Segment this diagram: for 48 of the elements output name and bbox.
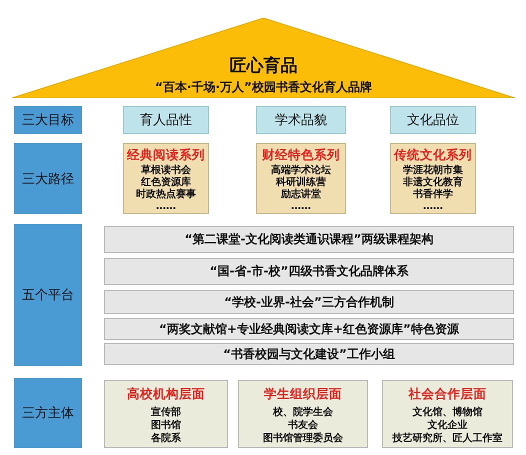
path-box: [390, 143, 476, 214]
box-heading: 学生组织层面: [264, 386, 342, 403]
list-item: 红色资源库: [141, 177, 191, 188]
row-header-box: 三大路径: [14, 143, 82, 214]
box-heading: 经典阅读系列: [127, 147, 205, 164]
goal-box: 文化品位: [390, 106, 476, 134]
roof-shape: [12, 18, 515, 98]
list-item: 图书馆管理委员会: [263, 432, 343, 445]
list-item: 草根读书会: [141, 165, 191, 176]
list-item: 宣传部: [151, 406, 181, 419]
subject-box: [104, 380, 228, 448]
list-item: ……: [291, 201, 311, 213]
list-item: 科研训练营: [276, 177, 326, 188]
box-heading: 传统文化系列: [394, 147, 472, 164]
goal-box: 学术品貌: [256, 106, 346, 134]
list-item: ……: [423, 201, 443, 213]
list-item: ……: [156, 201, 176, 213]
list-item: 励志讲堂: [281, 189, 321, 201]
platform-box: “书香校园与文化建设”工作小组: [104, 343, 514, 365]
list-item: 图书馆: [151, 419, 181, 432]
list-item: 校、院学生会: [273, 406, 333, 419]
list-item: 书友会: [288, 419, 318, 432]
platform-box: “国-省-市-校”四级书香文化品牌体系: [104, 258, 514, 285]
list-item: 书香伴学: [413, 189, 453, 201]
subject-box: [238, 380, 368, 448]
path-box: [256, 143, 346, 214]
row-header-box: 三大目标: [14, 106, 82, 134]
box-heading: 社会合作层面: [408, 386, 486, 403]
list-item: 非遗文化教育: [403, 177, 463, 188]
box-heading: 高校机构层面: [127, 386, 205, 403]
list-item: 技艺研究所、匠人工作室: [392, 432, 502, 445]
roof-subtitle: “百本·千场·万人”校园书香文化育人品牌: [155, 79, 372, 96]
subject-box: [382, 380, 513, 448]
roof-title: 匠心育品: [230, 55, 298, 77]
list-item: 学涯花朝市集: [403, 165, 463, 176]
platform-box: “第二课堂-文化阅读类通识课程”两级课程架构: [104, 226, 514, 253]
list-item: 文化企业: [428, 419, 468, 432]
list-item: 高端学术论坛: [271, 165, 331, 176]
list-item: 各院系: [151, 432, 181, 445]
list-item: 文化馆、博物馆: [412, 406, 482, 419]
row-header-box: 五个平台: [14, 224, 82, 366]
goal-box: 育人品性: [123, 106, 209, 134]
box-heading: 财经特色系列: [262, 147, 340, 164]
row-header-box: 三方主体: [14, 378, 82, 448]
list-item: 时政热点赛事: [136, 189, 196, 201]
platform-box: “学校-业界-社会”三方合作机制: [104, 290, 514, 314]
platform-box: “两奖文献馆+专业经典阅读文库+红色资源库”特色资源: [104, 318, 514, 340]
path-box: [123, 143, 209, 214]
